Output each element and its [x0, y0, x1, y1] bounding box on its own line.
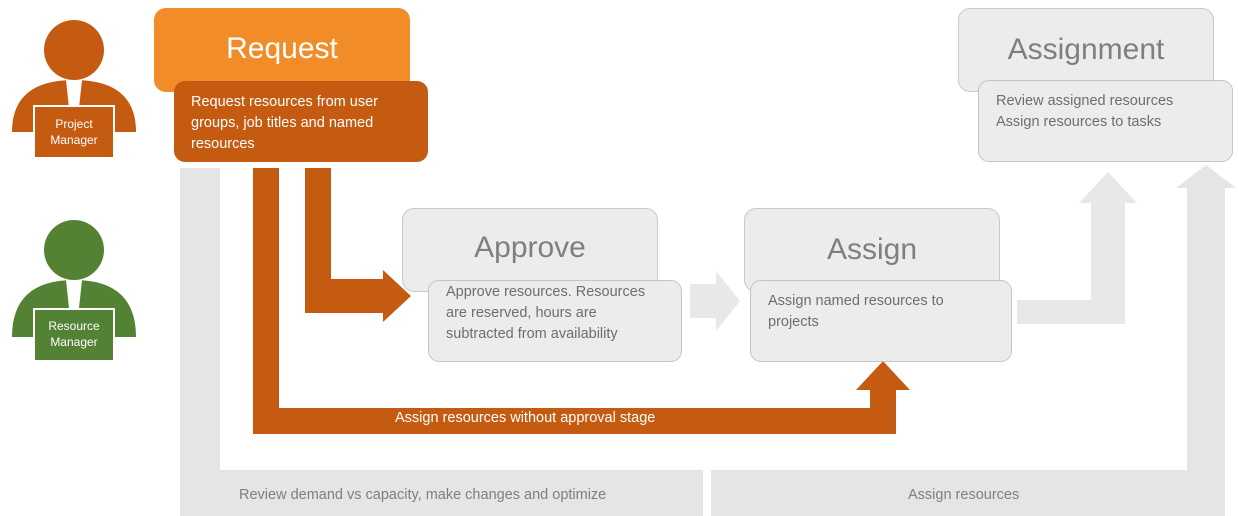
request-title: Request [226, 32, 338, 65]
assign-title-box: Assign [744, 208, 1000, 292]
project-manager-icon [12, 20, 136, 159]
approve-title: Approve [474, 231, 586, 264]
assignment-description-line2: Assign resources to tasks [996, 114, 1162, 130]
assign-title: Assign [826, 233, 918, 266]
project-manager-label-line2: Manager [50, 133, 98, 147]
assignment-title: Assignment [1007, 33, 1165, 66]
assign-resources-label: Assign resources [908, 487, 1020, 503]
approve-title-box: Approve [402, 208, 658, 292]
band-divider [703, 470, 711, 516]
approve-to-assign-arrow [690, 271, 740, 331]
approve-description-box: Approve resources. Resources are reserve… [428, 280, 682, 362]
resource-manager-label: Resource Manager [34, 318, 114, 350]
resource-manager-label-line1: Resource [48, 319, 100, 333]
assignment-description-box: Review assigned resources Assign resourc… [978, 80, 1233, 162]
request-title-box: Request [154, 8, 410, 92]
project-manager-label-line1: Project [55, 117, 93, 131]
request-description-box: Request resources from user groups, job … [174, 81, 428, 162]
without-approval-label: Assign resources without approval stage [395, 410, 656, 426]
approve-description: Approve resources. Resources are reserve… [446, 284, 646, 342]
project-manager-label: Project Manager [34, 116, 114, 148]
request-to-approve-arrow [305, 168, 411, 322]
request-description: Request resources from user groups, job … [191, 94, 378, 152]
assign-description-box: Assign named resources to projects [750, 280, 1012, 362]
review-demand-label: Review demand vs capacity, make changes … [239, 487, 607, 503]
assign-to-assignment-arrow [1017, 172, 1137, 324]
resource-manager-icon [12, 220, 136, 362]
assign-description: Assign named resources to projects [768, 293, 944, 330]
resource-manager-label-line2: Manager [50, 335, 98, 349]
review-flow-arrow [180, 165, 1236, 516]
assignment-description-line1: Review assigned resources [996, 93, 1174, 109]
assignment-title-box: Assignment [958, 8, 1214, 92]
